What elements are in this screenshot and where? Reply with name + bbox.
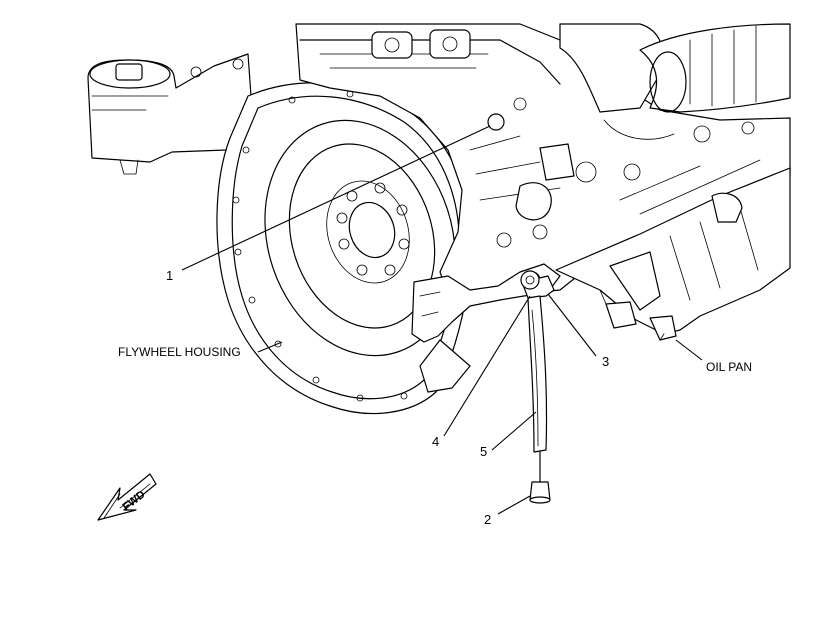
engine-block [295,23,791,301]
leader-5 [491,411,537,451]
callout-3: 3 [602,354,609,369]
leader-4 [443,295,531,437]
leader-1 [181,125,491,271]
leader-3 [547,293,597,357]
leader-flywheel-housing [257,341,283,353]
flywheel-housing-label: FLYWHEEL HOUSING [118,345,241,359]
callout-5: 5 [480,444,487,459]
leader-lines [181,125,703,515]
callout-4: 4 [432,434,439,449]
forward-arrow-icon: FWD [97,473,157,521]
leader-2 [497,495,531,515]
dipstick-tube [520,270,555,504]
flywheel [264,119,456,357]
oil-pan-illustration [555,167,791,341]
engine-mount [87,53,253,175]
callout-2: 2 [484,512,491,527]
oil-pan-label: OIL PAN [706,360,752,374]
callout-1: 1 [166,268,173,283]
callout-labels: 1 2 3 4 5 FLYWHEEL HOUSING OIL PAN [118,268,752,527]
leader-oil-pan [675,339,703,361]
